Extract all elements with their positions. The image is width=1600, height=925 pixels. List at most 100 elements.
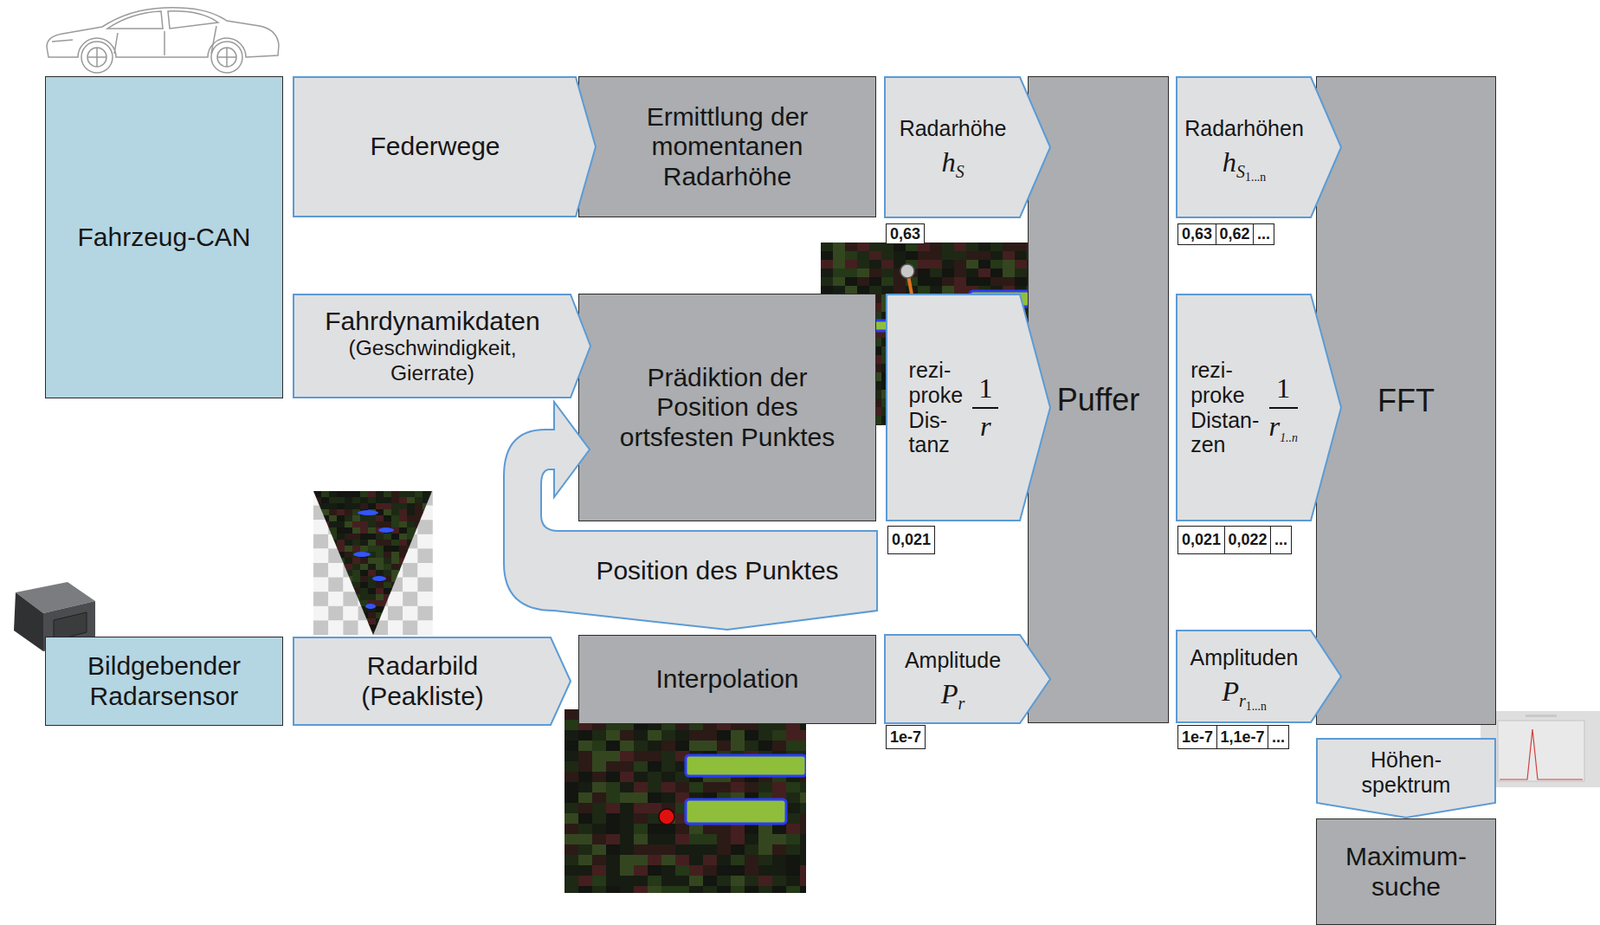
radar-pixel	[321, 545, 330, 553]
value-cell: 1,1e-7	[1216, 724, 1270, 749]
radar-pixel	[893, 285, 907, 296]
radar-pixel	[1002, 277, 1016, 287]
radar-pixel	[675, 781, 691, 794]
radar-pixel	[414, 624, 424, 632]
floor-tile	[313, 619, 329, 635]
radar-pixel	[383, 490, 393, 498]
radar-pixel	[716, 844, 732, 856]
floor-tile	[402, 577, 418, 593]
radar-pixel	[978, 242, 992, 252]
radar-pixel	[367, 563, 377, 571]
radar-pixel	[360, 581, 369, 589]
radar-pixel	[647, 875, 663, 887]
radar-pixel	[661, 844, 677, 856]
radar-pixel	[619, 823, 635, 835]
radar-pixel	[954, 285, 968, 296]
radar-pixel	[422, 581, 432, 589]
radar-pixel	[820, 242, 834, 252]
arrow-shape	[884, 634, 1051, 723]
radar-pixel	[832, 268, 846, 278]
radar-pixel	[344, 527, 354, 535]
radar-pixel	[344, 533, 354, 541]
radar-pixel	[329, 539, 338, 547]
node-text: Radarhöhen	[1184, 116, 1304, 142]
radar-pixel	[1014, 277, 1028, 287]
floor-tile	[417, 534, 433, 549]
radar-pixel	[344, 496, 354, 504]
radar-pixel	[633, 729, 649, 742]
radar-pixel	[360, 533, 369, 541]
radar-pixel	[772, 740, 788, 752]
radar-pixel	[391, 533, 400, 541]
radar-pixel	[329, 587, 338, 595]
radar-pixel	[329, 600, 338, 607]
radar-pixel	[383, 593, 393, 601]
floor-tile	[417, 591, 433, 607]
node-text: h	[1222, 146, 1237, 178]
radar-pixel	[730, 875, 746, 887]
radar-pixel	[730, 740, 746, 752]
radar-pixel	[313, 509, 323, 517]
radar-pixel	[772, 823, 788, 835]
radar-pixel	[675, 885, 691, 893]
radar-pixel	[406, 521, 416, 529]
radar-pixel	[360, 630, 369, 638]
radar-pixel	[564, 781, 580, 794]
arrow-shape	[1316, 738, 1496, 818]
radar-pixel	[422, 557, 432, 565]
radar-pixel	[966, 268, 980, 278]
formula: Pr	[941, 678, 966, 710]
radar-pixel	[336, 496, 346, 504]
radar-pixel	[391, 539, 400, 547]
radar-pixel	[406, 606, 416, 613]
value-arrow: AmplitudenPr1...n	[1175, 629, 1342, 723]
radar-pixel	[367, 557, 377, 565]
value-arrow: rezi- proke Dis- tanz1r	[885, 293, 1052, 522]
formula: Pr1...n	[1221, 676, 1267, 708]
radar-pixel	[375, 545, 385, 553]
radar-pixel	[391, 593, 400, 601]
radar-pixel	[367, 503, 377, 510]
formula: hS	[941, 147, 964, 179]
radar-pixel	[422, 515, 432, 523]
radar-pixel	[564, 812, 580, 825]
radar-pixel	[606, 812, 621, 825]
radar-pixel	[929, 259, 943, 270]
node-text: P	[1221, 675, 1239, 707]
node-content: FFT	[1377, 382, 1435, 419]
node-text: Ermittlung der momentanen Radarhöhe	[613, 102, 841, 193]
radar-pixel	[633, 812, 649, 825]
radar-pixel	[414, 593, 424, 601]
radar-pixel	[606, 844, 621, 856]
radar-pixel	[703, 833, 718, 846]
radar-pixel	[321, 557, 330, 565]
radar-pixel	[578, 854, 594, 866]
radar-pixel	[800, 875, 807, 887]
radar-pixel	[990, 268, 1004, 278]
radar-pixel	[399, 606, 408, 613]
radar-pixel	[661, 854, 677, 866]
radar-pixel	[929, 242, 943, 252]
radar-pixel	[367, 527, 377, 535]
radar-pixel	[383, 600, 393, 607]
radar-pixel	[321, 539, 330, 547]
radar-pixel	[578, 802, 594, 814]
radar-pixel	[592, 761, 607, 773]
radar-pixel	[633, 771, 649, 783]
radar-pixel	[383, 539, 393, 547]
radar-pixel	[344, 612, 354, 620]
radar-pixel	[375, 557, 385, 565]
radar-pixel	[716, 864, 732, 877]
radar-pixel	[966, 277, 980, 287]
radar-pixel	[391, 630, 400, 638]
value-cell: 0,63	[1177, 223, 1217, 246]
radar-pixel	[383, 606, 393, 613]
radar-pixel	[336, 490, 346, 498]
radar-pixel	[321, 551, 330, 559]
bus-box: Fahrzeug-CAN	[45, 76, 284, 399]
radar-pixel	[578, 771, 594, 783]
radar-pixel	[352, 563, 362, 571]
radar-pixel	[406, 575, 416, 583]
radar-pixel	[661, 833, 677, 846]
floor-tile	[417, 577, 433, 593]
